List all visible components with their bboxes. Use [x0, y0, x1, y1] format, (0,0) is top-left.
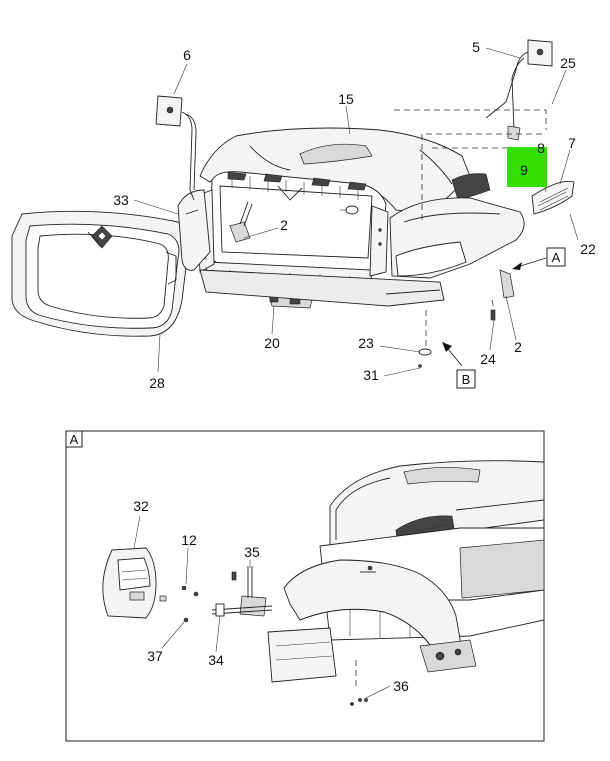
callout-6: 6	[183, 47, 191, 63]
view-label-b: B	[462, 372, 471, 387]
view-label-a: A	[552, 250, 561, 265]
callout-7: 7	[568, 135, 576, 151]
side-marker-lamp	[531, 180, 575, 215]
callout-12: 12	[181, 532, 197, 548]
callout-33: 33	[113, 192, 129, 208]
callout-24: 24	[480, 351, 496, 367]
callout-2-left: 2	[280, 217, 288, 233]
detail-view-label: A	[70, 432, 79, 447]
callout-31: 31	[363, 367, 379, 383]
bolt-24	[490, 309, 496, 321]
callout-32: 32	[133, 498, 149, 514]
leader-lines	[133, 47, 579, 377]
fastener-31	[418, 364, 422, 368]
callout-35: 35	[244, 544, 260, 560]
callout-9: 9	[520, 162, 528, 178]
view-arrow-b: B	[442, 342, 476, 389]
callout-2-right: 2	[514, 339, 522, 355]
phantom-lines	[394, 109, 547, 346]
callout-22: 22	[580, 241, 596, 257]
callout-36: 36	[393, 678, 409, 694]
left-fender	[177, 189, 211, 271]
mirror-right	[485, 39, 553, 141]
callout-5: 5	[472, 39, 480, 55]
hood-support-left	[229, 201, 253, 243]
callout-34: 34	[208, 652, 224, 668]
callout-25: 25	[560, 55, 576, 71]
callout-20: 20	[264, 335, 280, 351]
grille-assembly	[11, 210, 191, 337]
view-arrow-a: A	[512, 247, 566, 270]
callout-15: 15	[338, 91, 354, 107]
washer-23	[418, 348, 432, 356]
mirror-left	[155, 95, 197, 201]
right-fender	[199, 197, 525, 307]
detail-view-a: A	[65, 430, 545, 742]
callout-37: 37	[147, 648, 163, 664]
bracket-right	[499, 269, 515, 299]
callout-28: 28	[149, 375, 165, 391]
callout-8: 8	[537, 140, 545, 156]
highlight-callout-9: 9	[507, 147, 547, 187]
callout-23: 23	[358, 335, 374, 351]
